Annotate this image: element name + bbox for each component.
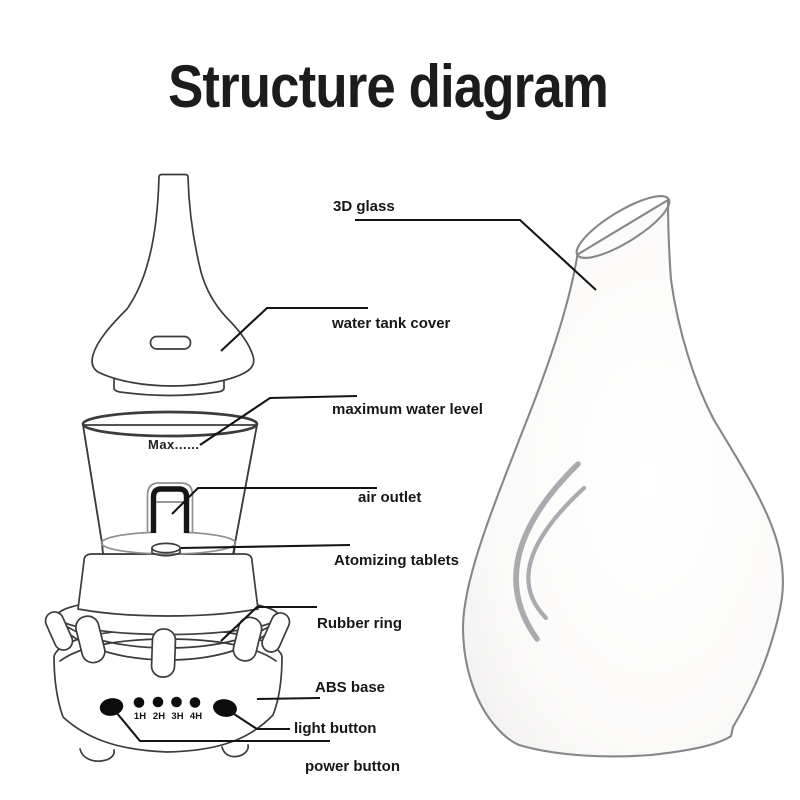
glass-opening	[575, 195, 671, 259]
leader-rubber-ring	[220, 605, 317, 642]
label-abs-base: ABS base	[315, 679, 385, 696]
label-max-water-level: maximum water level	[332, 401, 483, 418]
leader-abs-base	[256, 696, 321, 701]
leader-water-tank-cover	[220, 306, 368, 352]
base-foot-right	[221, 744, 250, 758]
timer-label-4h: 4H	[190, 711, 202, 722]
leader-3d-glass	[355, 218, 597, 291]
leader-light-button	[230, 711, 290, 731]
label-light-button: light button	[294, 720, 376, 737]
cover-mist-slot	[149, 335, 192, 350]
max-water-marking: Max......	[148, 437, 199, 452]
glass-body-outline	[461, 198, 784, 758]
base-foot-left	[79, 748, 115, 762]
timer-dot-3h	[171, 696, 182, 708]
label-power-button: power button	[305, 758, 400, 775]
atomizer-disc-drawing	[151, 542, 181, 557]
glass-cover-drawing	[461, 195, 784, 758]
water-tank-cover-drawing	[91, 173, 255, 397]
rubber-ring-straps	[44, 611, 291, 678]
part-labels: 3D glass water tank cover maximum water …	[294, 198, 483, 775]
cover-skirt	[113, 374, 225, 397]
label-water-tank-cover: water tank cover	[331, 315, 451, 332]
label-atomizing: Atomizing tablets	[334, 552, 459, 569]
label-air-outlet: air outlet	[358, 489, 421, 506]
timer-dot-2h	[152, 696, 164, 708]
leader-atomizing	[180, 543, 351, 550]
timer-dot-1h	[133, 697, 145, 708]
leader-max-water-level	[199, 394, 358, 446]
label-3d-glass: 3D glass	[333, 198, 395, 215]
label-rubber-ring: Rubber ring	[317, 615, 402, 632]
tank-seat-drawing	[77, 553, 259, 617]
timer-label-2h: 2H	[153, 711, 165, 722]
timer-dot-4h	[189, 697, 201, 708]
leader-power-button	[115, 711, 330, 743]
air-outlet-drawing	[146, 482, 194, 533]
power-button-drawing	[99, 698, 124, 716]
page-title: Structure diagram	[168, 53, 609, 120]
timer-label-3h: 3H	[171, 711, 183, 722]
glass-accent-arcs	[513, 461, 587, 642]
timer-labels: 1H 2H 3H 4H	[134, 711, 202, 722]
timer-label-1h: 1H	[134, 711, 146, 722]
leader-lines	[115, 218, 597, 743]
cover-dome-and-nozzle	[91, 173, 255, 387]
leader-air-outlet	[171, 486, 377, 515]
base-controls: 1H 2H 3H 4H	[99, 696, 237, 722]
timer-indicator-dots	[133, 696, 201, 708]
